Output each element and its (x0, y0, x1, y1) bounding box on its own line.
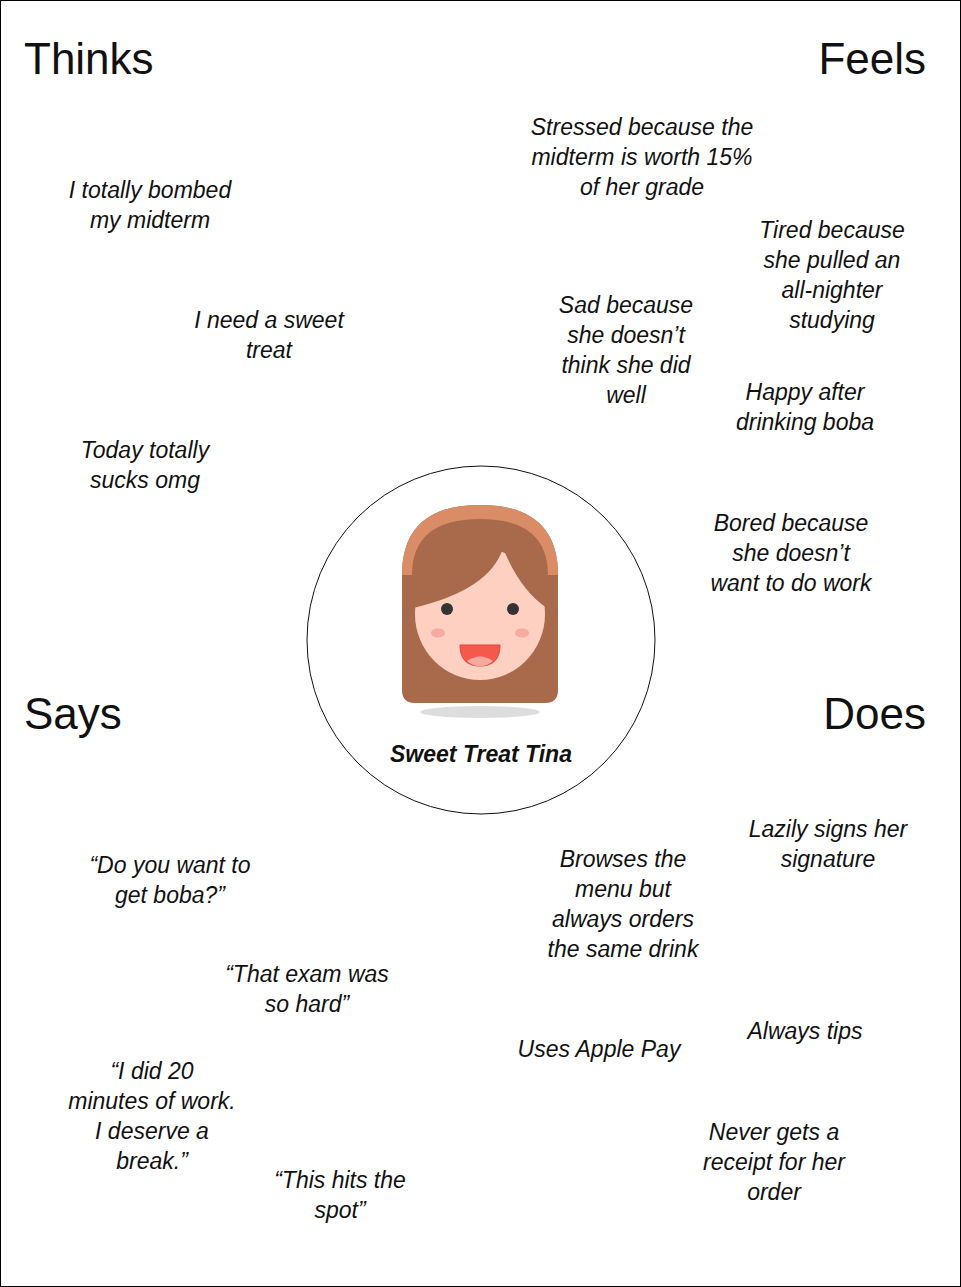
map-note: Sad because she doesn’t think she did we… (551, 290, 701, 410)
map-note: Browses the menu but always orders the s… (543, 844, 703, 964)
hair-back (402, 505, 558, 703)
persona-circle: Sweet Treat Tina (306, 465, 656, 815)
quadrant-heading: Feels (818, 32, 926, 85)
map-note: “I did 20 minutes of work. I deserve a b… (67, 1056, 237, 1176)
quadrant-heading: Says (24, 687, 122, 740)
map-note: “This hits the spot” (260, 1165, 420, 1225)
map-note: Never gets a receipt for her order (689, 1117, 859, 1207)
quadrant-heading: Does (823, 687, 926, 740)
map-note: Uses Apple Pay (489, 1034, 709, 1064)
map-note: Always tips (705, 1016, 905, 1046)
persona-name: Sweet Treat Tina (390, 739, 572, 769)
cheek (515, 629, 529, 638)
eye (441, 603, 453, 615)
map-note: Today totally sucks omg (55, 435, 235, 495)
circle-border (307, 466, 655, 814)
map-note: I need a sweet treat (174, 305, 364, 365)
mouth (460, 645, 500, 666)
quadrant-heading: Thinks (24, 32, 154, 85)
map-note: Stressed because the midterm is worth 15… (525, 112, 760, 202)
map-note: Bored because she doesn’t want to do wor… (707, 508, 875, 598)
map-note: Happy after drinking boba (715, 377, 895, 437)
map-note: “Do you want to get boba?” (75, 850, 265, 910)
eye (507, 603, 519, 615)
map-note: Lazily signs her signature (733, 814, 923, 874)
map-note: “That exam was so hard” (217, 959, 397, 1019)
hair-bangs (413, 528, 547, 608)
map-note: I totally bombed my midterm (55, 175, 245, 235)
face-shadow (420, 706, 540, 718)
tongue (467, 657, 493, 667)
map-note: Tired because she pulled an all-nighter … (747, 215, 917, 335)
cheek (431, 629, 445, 638)
